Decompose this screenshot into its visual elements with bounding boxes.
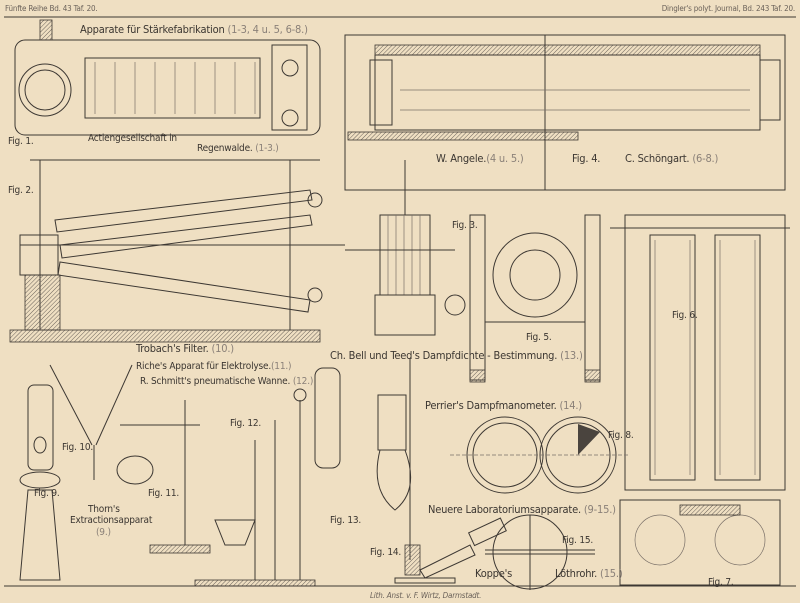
fig-1-label: Fig. 1. [8,136,34,147]
angele-label: W. Angele.(4 u. 5.) [436,153,524,164]
fig-6-label: Fig. 6. [672,310,698,321]
footer-lithographer: Lith. Anst. v. F. Wirtz, Darmstadt. [370,591,482,600]
fig-7-label: Fig. 7. [708,577,734,588]
thorn-number: (9.) [96,527,111,538]
fig-13-drawing [314,358,412,560]
trobach-label: Trobach's Filter. (10.) [136,343,234,354]
title-text: Löthrohr. [555,567,598,580]
title-text: Trobach's Filter. [136,342,209,355]
title-text: Apparate für Stärkefabrikation [80,23,225,36]
koppe-label: Koppe's [475,567,513,580]
fig-10-label: Fig. 10. [62,442,94,453]
fig-14-label: Fig. 14. [370,547,402,558]
title-number: (11.) [271,361,292,372]
actien-label: Actiengesellschaft in [88,133,177,144]
bell-label: Ch. Bell und Teed's Dampfdichte - Bestim… [330,350,583,361]
fig-11-drawing [116,400,211,554]
fig-3-label: Fig. 3. [452,220,478,231]
fig-10-drawing [49,364,133,480]
fig-14-drawing [394,517,507,584]
fig-9-label: Fig. 9. [34,488,60,499]
title-number: (9-15.) [583,503,616,516]
fig-4-drawing [344,34,786,191]
header-right: Dingler's polyt. Journal, Bd. 243 Taf. 2… [661,4,795,13]
fig-4-label: Fig. 4. [572,152,601,165]
header-left: Fünfte Reihe Bd. 43 Taf. 20. [5,4,98,13]
fig-2-drawing [9,159,345,343]
title-number: (15.) [600,567,623,580]
title-number: (14.) [559,399,583,412]
perrier-label: Perrier's Dampfmanometer. (14.) [425,400,582,411]
title-text: C. Schöngart. [625,152,690,165]
title-text: Regenwalde. [197,143,253,154]
title-text: W. Angele. [436,152,487,165]
thorn-label-2: Extractionsapparat [70,515,153,526]
title-text: Perrier's Dampfmanometer. [425,399,557,412]
schoengart-label: C. Schöngart. (6-8.) [625,153,718,164]
fig-11-label: Fig. 11. [148,488,180,499]
fig-15-label: Fig. 15. [562,535,594,546]
title-number: (13.) [560,349,583,362]
neuere-label: Neuere Laboratoriumsapparate. (9-15.) [428,504,616,515]
fig-7-drawing [619,499,781,586]
fig-8-label: Fig. 8. [608,430,634,441]
title-number: (10.) [211,342,235,355]
title-number: (1-3.) [255,143,279,154]
fig-8-drawing [450,416,630,494]
title-text: R. Schmitt's pneumatische Wanne. [140,376,291,387]
fig-5-drawing [469,214,601,383]
title-text: Ch. Bell und Teed's Dampfdichte - Bestim… [330,349,558,362]
title-starch: Apparate für Stärkefabrikation (1-3, 4 u… [80,24,308,35]
fig-1-drawing [14,19,321,136]
fig-3-drawing [345,160,466,336]
title-number: (4 u. 5.) [486,152,524,165]
fig-12-drawing [194,388,316,587]
fig-13-label: Fig. 13. [330,515,362,526]
regenwalde-label: Regenwalde. (1-3.) [197,143,279,154]
title-text: Neuere Laboratoriumsapparate. [428,503,581,516]
title-number: (12.) [292,376,314,387]
title-number: (6-8.) [692,152,719,165]
schmitt-label: R. Schmitt's pneumatische Wanne. (12.) [140,376,313,387]
fig-15-drawing [485,514,595,590]
loethrohr-label: Löthrohr. (15.) [555,568,623,579]
riche-label: Riche's Apparat für Elektrolyse.(11.) [136,361,292,372]
title-text: Riche's Apparat für Elektrolyse. [136,361,271,372]
fig-5-label: Fig. 5. [526,332,552,343]
thorn-label-1: Thorn's [88,504,120,515]
fig-9-drawing [19,384,61,581]
fig-12-label: Fig. 12. [230,418,262,429]
fig-2-label: Fig. 2. [8,185,34,196]
title-number: (1-3, 4 u. 5, 6-8.) [227,23,308,36]
fig-6-drawing [610,214,790,491]
